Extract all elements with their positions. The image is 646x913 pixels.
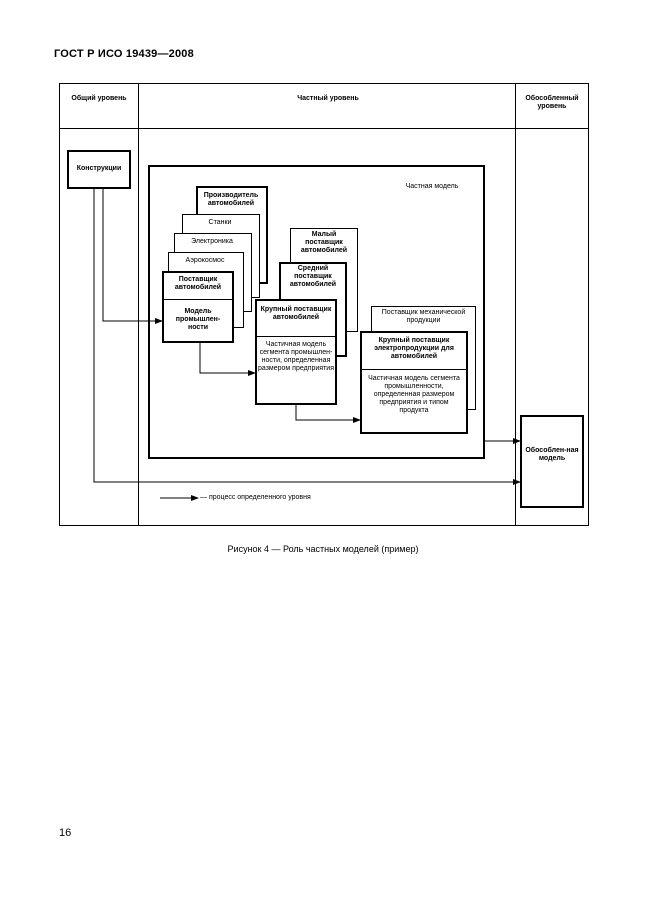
electrical-supplier-box [360, 331, 468, 434]
industry-model-label: Модель промышлен-ности [175, 308, 221, 331]
column-header-partial: Частный уровень [297, 95, 359, 102]
legend-label: — процесс определенного уровня [200, 494, 311, 501]
particular-model-label: Обособлен-ная модель [525, 447, 579, 462]
column-header-general: Общий уровень [71, 95, 127, 102]
outer-frame [59, 83, 589, 526]
electrical-supplier-title: Крупный поставщик электропродукции для а… [374, 337, 454, 360]
arrow-large-supplier-to-electrical [295, 405, 361, 423]
constructs-label: Конструкции [76, 165, 122, 172]
large-supplier-box [255, 299, 337, 405]
large-supplier-title: Крупный поставщик автомобилей [260, 306, 332, 321]
industry-model-divider [164, 299, 232, 300]
medium-supplier-label: Средний поставщик автомобилей [289, 265, 337, 288]
large-supplier-body: Частичная модель сегмента промышлен-ност… [258, 341, 334, 372]
document-header: ГОСТ Р ИСО 19439—2008 [54, 48, 194, 60]
machine-tools-label: Станки [208, 219, 232, 226]
car-suppliers-label: Поставщик автомобилей [174, 276, 222, 291]
particular-model-box [520, 415, 584, 508]
arrow-constructs-to-particular [93, 189, 521, 485]
partial-model-frame [148, 165, 485, 459]
figure-caption: Рисунок 4 — Роль частных моделей (пример… [227, 544, 419, 554]
car-makers-label: Производитель автомобилей [203, 192, 259, 207]
small-supplier-label: Малый поставщик автомобилей [300, 231, 348, 254]
partial-model-label: Частная модель [405, 183, 459, 190]
electrical-supplier-divider [362, 369, 466, 370]
electrical-supplier-body: Частичная модель сегмента промышленности… [368, 375, 460, 414]
industry-model-box [162, 271, 234, 343]
page-number: 16 [59, 827, 72, 839]
electronics-label: Электроника [191, 238, 233, 245]
arrow-industry-to-large-supplier [199, 343, 256, 376]
column-header-particular: Обособленный уровень [525, 95, 579, 110]
aerospace-label: Аэрокосмос [185, 257, 225, 264]
arrow-constructs-to-industry [102, 189, 163, 324]
mechanical-supplier-label: Поставщик механической продукции [381, 309, 466, 324]
constructs-box [67, 150, 131, 189]
large-supplier-divider [257, 336, 335, 337]
